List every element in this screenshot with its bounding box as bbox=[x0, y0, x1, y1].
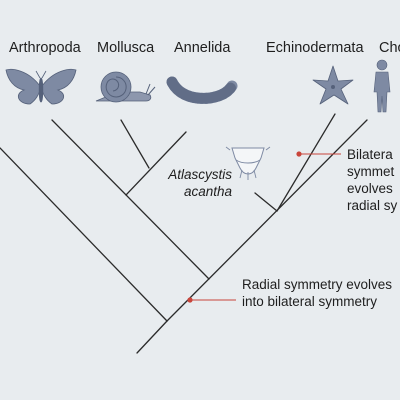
annotation-line: symmet bbox=[347, 164, 395, 179]
annotation-bilateral-to-radial: Bilatera symmet evolves radial sy bbox=[347, 146, 397, 214]
branch-arthropoda bbox=[0, 147, 168, 322]
worm-icon bbox=[166, 76, 238, 104]
taxon-label-annelida: Annelida bbox=[174, 40, 231, 56]
branch-echinoderm-stem bbox=[276, 113, 336, 212]
annotation-radial-to-bilateral: Radial symmetry evolves into bilateral s… bbox=[242, 276, 392, 310]
fossil-name-line1: Atlascystis bbox=[168, 167, 232, 182]
branch-root bbox=[136, 320, 168, 354]
butterfly-icon bbox=[5, 69, 77, 105]
branch-mollusca-annelida-stem bbox=[125, 131, 187, 196]
snail-icon bbox=[95, 71, 156, 103]
tree-branches bbox=[0, 113, 368, 354]
taxon-label-mollusca: Mollusca bbox=[97, 40, 155, 56]
annotation-line: into bilateral symmetry bbox=[242, 294, 378, 309]
branch-mollusca bbox=[120, 119, 150, 169]
annotation-line: Radial symmetry evolves bbox=[242, 277, 393, 292]
fossil-name-label: Atlascystis acantha bbox=[150, 166, 232, 200]
taxon-label-arthropoda: Arthropoda bbox=[9, 40, 81, 56]
marker-bilateral-to-radial bbox=[296, 151, 302, 157]
branch-protostome-inner bbox=[51, 119, 210, 280]
starfish-icon bbox=[312, 65, 354, 105]
human-icon bbox=[373, 59, 391, 113]
annotation-connectors bbox=[190, 153, 341, 301]
annotation-line: radial sy bbox=[347, 198, 398, 213]
fossil-name-line2: acantha bbox=[183, 184, 232, 199]
annotation-line: Bilatera bbox=[347, 147, 393, 162]
annotation-line: evolves bbox=[347, 181, 393, 196]
marker-radial-to-bilateral bbox=[187, 297, 193, 303]
taxon-label-echinodermata: Echinodermata bbox=[266, 40, 364, 56]
fossil-echinoderm-icon bbox=[225, 146, 271, 180]
branch-fossil bbox=[254, 192, 278, 212]
taxon-label-chordata: Cho bbox=[379, 40, 400, 56]
